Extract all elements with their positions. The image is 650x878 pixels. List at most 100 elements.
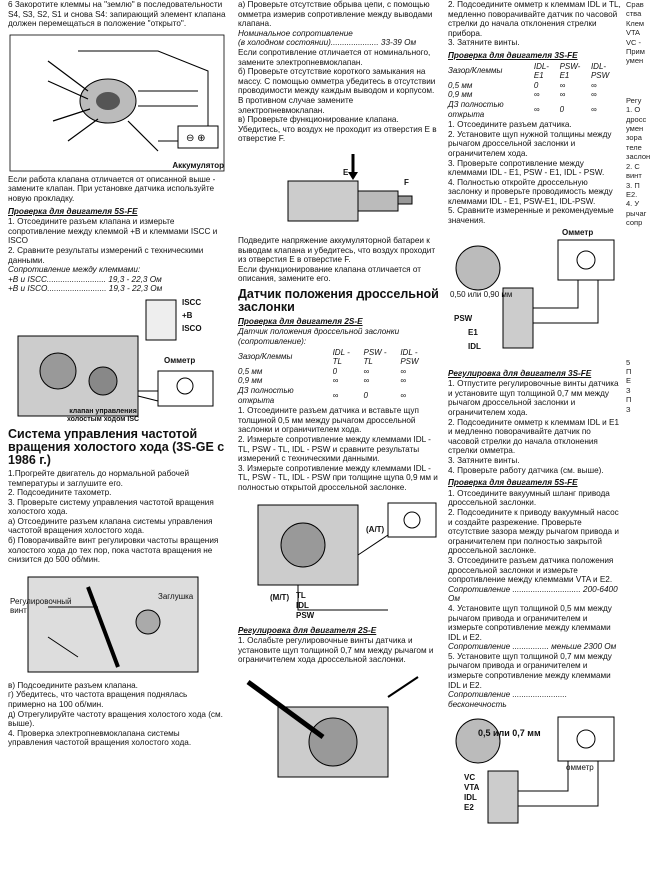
table-header-cell: IDL - PSW bbox=[400, 347, 419, 367]
resistance-idl-e2-05: Сопротивление ................ меньше 23… bbox=[448, 642, 617, 652]
table-cell: ∞ bbox=[400, 366, 407, 376]
section-title-idle: Система управления частотой вращения хол… bbox=[8, 426, 225, 467]
valve-wiring-drawing: ⊖ ⊕ bbox=[9, 34, 225, 172]
plug-label: Заглушка bbox=[158, 591, 194, 601]
tl-label: TL bbox=[296, 590, 306, 600]
steps-5sfe-tps: 1. Отсоедините вакуумный шланг привода д… bbox=[448, 488, 619, 585]
ohmmeter-label-3sfe: Омметр bbox=[562, 227, 594, 237]
paragraph-adj-end: 2. Подсоедините омметр к клеммам IDL и T… bbox=[448, 0, 621, 48]
table-cell: 0 bbox=[332, 366, 338, 376]
step-5-5sfe: 5. Установите щуп толщиной 0,7 мм между … bbox=[448, 651, 612, 690]
ohmmeter-label: Омметр bbox=[164, 355, 196, 365]
svg-text:⊖ ⊕: ⊖ ⊕ bbox=[186, 133, 206, 144]
paragraph-apply-voltage: Подведите напряжение аккумуляторной бата… bbox=[238, 235, 436, 284]
at-label: (A/T) bbox=[366, 524, 385, 534]
valve-wiring-figure: ⊖ ⊕ Аккумулятор bbox=[8, 31, 226, 173]
resistance-vta-e2: Сопротивление ..........................… bbox=[448, 584, 618, 604]
table-cell: ∞ bbox=[332, 376, 339, 386]
mt-label: (M/T) bbox=[270, 592, 290, 602]
edge-line: VTA bbox=[626, 28, 641, 38]
edge-line: З bbox=[626, 404, 631, 414]
edge-line: винт bbox=[626, 171, 642, 181]
edge-line: рычаг bbox=[626, 208, 647, 218]
heading-2se: Проверка для двигателя 2S-E bbox=[238, 316, 363, 326]
isc-valve-drawing bbox=[17, 299, 214, 417]
edge-line: дросс bbox=[626, 114, 647, 124]
tps-table-2se: Зазор/Клеммы IDL - TL PSW - TL IDL - PSW… bbox=[238, 348, 440, 406]
paragraph-check-open: a) Проверьте отсутствие обрыва цепи, с п… bbox=[238, 0, 433, 29]
heading-5sfe-tps: Проверка для двигателя 5S-FE bbox=[448, 478, 578, 488]
table-header-row: Зазор/Клеммы IDL-E1 PSW-E1 IDL-PSW bbox=[448, 62, 624, 81]
table-header-cell: IDL - TL bbox=[332, 347, 350, 367]
edge-line: Срав bbox=[626, 0, 644, 9]
column-2: a) Проверьте отсутствие обрыва цепи, с п… bbox=[238, 0, 440, 799]
table-cell: ДЗ полностью открыта bbox=[238, 386, 294, 405]
port-f-label: F bbox=[404, 177, 409, 187]
tps-2se-drawing bbox=[257, 502, 437, 611]
heading-adj-2se: Регулировка для двигателя 2S-E bbox=[238, 625, 377, 635]
vta-label: VTA bbox=[464, 783, 480, 793]
edge-line: Регу bbox=[626, 95, 642, 105]
resistance-row-isco: +B и ISCO.......................... 19,3… bbox=[8, 284, 163, 294]
edge-line: Прим bbox=[626, 47, 645, 57]
table-cell: ∞ bbox=[533, 90, 540, 100]
nominal-row: (в холодном состоянии)..................… bbox=[238, 38, 417, 48]
table-cell: ДЗ полностью открыта bbox=[448, 99, 504, 119]
table-header-cell: IDL-PSW bbox=[590, 61, 610, 81]
table-row: 0,9 мм ∞ ∞ ∞ bbox=[448, 90, 624, 100]
heading-adj-3sfe: Регулировка для двигателя 3S-FE bbox=[448, 368, 592, 378]
table-cell: ∞ bbox=[590, 90, 597, 100]
table-cell: ∞ bbox=[400, 390, 407, 400]
table-row: 0,9 мм ∞ ∞ ∞ bbox=[238, 376, 440, 386]
table-cell: 0,9 мм bbox=[238, 376, 263, 386]
idl-label-5sfe: IDL bbox=[464, 793, 477, 803]
edge-line: умен bbox=[626, 124, 644, 134]
heading-3sfe: Проверка для двигателя 3S-FE bbox=[448, 50, 578, 60]
table-cell: 0,9 мм bbox=[448, 90, 473, 100]
table-header-cell: IDL-E1 bbox=[533, 61, 549, 81]
isc-valve-figure: ISCC +B ISCO Омметр клапан управления хо… bbox=[8, 296, 226, 424]
step-4-5sfe: 4. Установите щуп толщиной 0,5 мм между … bbox=[448, 603, 612, 642]
heading-5sfe: Проверка для двигателя 5S-FE bbox=[8, 206, 138, 216]
edge-line: E2. bbox=[626, 189, 638, 199]
tps-3sfe-figure: Омметр 0,50 или 0,90 мм PSW E1 IDL bbox=[448, 228, 624, 366]
edge-line: заслон bbox=[626, 152, 650, 162]
tps-table-heading: Датчик положения дроссельной заслонки (с… bbox=[238, 327, 400, 347]
edge-line: 5 bbox=[626, 357, 631, 367]
table-cell: ∞ bbox=[590, 104, 597, 114]
table-cell: ∞ bbox=[363, 366, 370, 376]
edge-line: умен bbox=[626, 56, 644, 66]
table-cell: 0 bbox=[533, 80, 539, 90]
paragraph-check-short: Если сопротивление отличается от номинал… bbox=[238, 47, 437, 144]
psw-label: PSW bbox=[296, 610, 315, 620]
edge-line: 3. П bbox=[626, 180, 640, 190]
steps-5sfe: 1. Отсоедините разъем клапана и измерьте… bbox=[8, 217, 218, 265]
column-1: 6 Закоротите клеммы на "землю" в последо… bbox=[8, 0, 226, 748]
table-cell: ∞ bbox=[590, 80, 597, 90]
vsv-figure: E F bbox=[238, 146, 440, 234]
edge-line: П bbox=[626, 366, 632, 376]
idl-label-3sfe: IDL bbox=[468, 341, 481, 351]
steps-end: в) Подсоедините разъем клапана. г) Убеди… bbox=[8, 680, 223, 748]
e2-label: E2 bbox=[464, 803, 474, 813]
table-header-cell: PSW - TL bbox=[363, 347, 387, 367]
intro-paragraph: 6 Закоротите клеммы на "землю" в последо… bbox=[8, 0, 226, 29]
table-cell: ∞ bbox=[400, 376, 407, 386]
column-3: 2. Подсоедините омметр к клеммам IDL и T… bbox=[448, 0, 624, 831]
steps-3sge: 1.Прогрейте двигатель до нормальной рабо… bbox=[8, 468, 219, 565]
cut-off-page-edge: Срав ства Клем VTA VC - Прим умен Регу 1… bbox=[626, 0, 650, 878]
resistance-heading: Сопротивление между клеммами: bbox=[8, 265, 141, 275]
tps-table-3sfe: Зазор/Клеммы IDL-E1 PSW-E1 IDL-PSW 0,5 м… bbox=[448, 62, 624, 120]
edge-line: сопр bbox=[626, 218, 643, 228]
edge-line: ства bbox=[626, 9, 642, 19]
idle-screw-figure: Регулировочный винт Заглушка bbox=[8, 567, 226, 679]
edge-line: зора bbox=[626, 133, 642, 143]
battery-label: Аккумулятор bbox=[172, 161, 224, 171]
tps-5sfe-drawing bbox=[455, 716, 615, 824]
section-title-tps: Датчик положения дроссельной заслонки bbox=[238, 286, 439, 314]
edge-line: 4. У bbox=[626, 199, 640, 209]
edge-line: Клем bbox=[626, 18, 645, 28]
table-header-cell: PSW-E1 bbox=[559, 61, 581, 81]
nominal-heading: Номинальное сопротивление bbox=[238, 28, 353, 38]
gap-label-3sfe: 0,50 или 0,90 мм bbox=[450, 289, 513, 299]
